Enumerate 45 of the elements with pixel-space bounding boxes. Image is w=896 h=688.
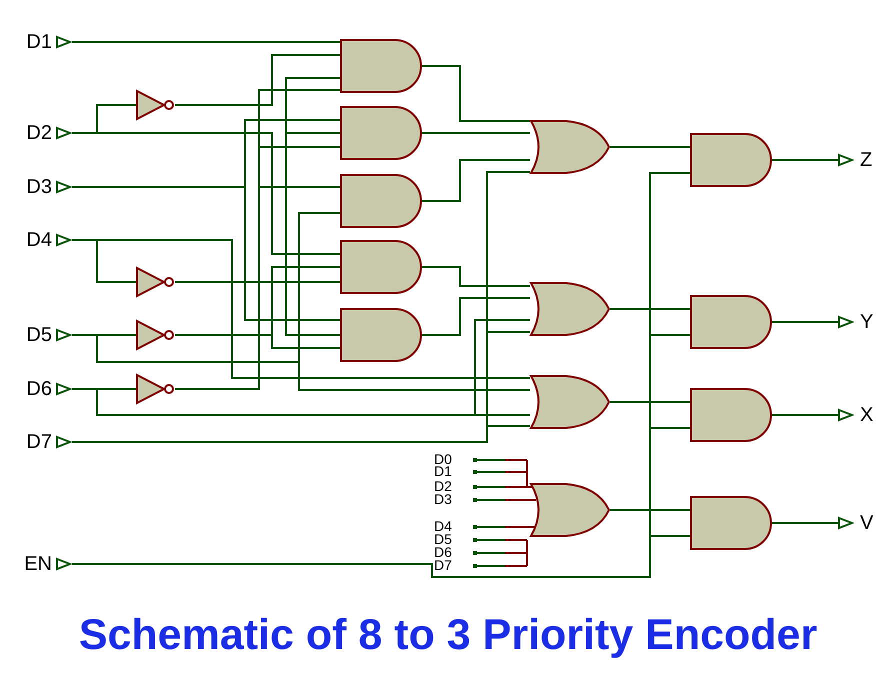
signal-label: X [860,405,874,425]
pin-label: D2 [434,479,452,493]
pin-label: D6 [434,545,452,559]
wire [422,297,530,336]
signal-label: Y [860,312,874,332]
pin-label: D5 [434,532,452,546]
signal-label: D7 [26,432,52,452]
pin-label: D7 [434,558,452,572]
wire [72,535,690,578]
signal-label: EN [24,554,52,574]
signal-label: D6 [26,379,52,399]
wire [71,41,340,43]
wire [422,159,530,202]
wire [609,401,690,403]
signal-label: D1 [26,32,52,52]
wire [422,266,530,287]
signal-label: D4 [26,230,52,250]
signal-label: D5 [26,325,52,345]
wire [609,146,690,148]
wire [175,186,340,390]
wire [72,132,340,255]
pin-label: D4 [434,519,452,533]
pin-label: D0 [434,452,452,466]
wire [422,65,530,122]
wire [421,132,530,134]
wire [771,321,838,323]
wire [609,509,690,511]
signal-label: D2 [26,123,52,143]
wire [771,522,838,524]
wire [72,186,340,321]
wire [175,281,340,336]
signal-label: D3 [26,177,52,197]
signal-label: V [860,513,874,533]
signal-label: Z [860,150,872,170]
wire [609,308,690,310]
wire [72,239,530,379]
wire [72,425,530,443]
wire [771,159,838,161]
title: Schematic of 8 to 3 Priority Encoder [78,614,818,657]
wire [72,334,530,391]
wire [72,388,530,416]
pin-label: D3 [434,492,452,506]
wire [175,54,340,106]
wire [771,414,838,416]
pin-label: D1 [434,464,452,478]
